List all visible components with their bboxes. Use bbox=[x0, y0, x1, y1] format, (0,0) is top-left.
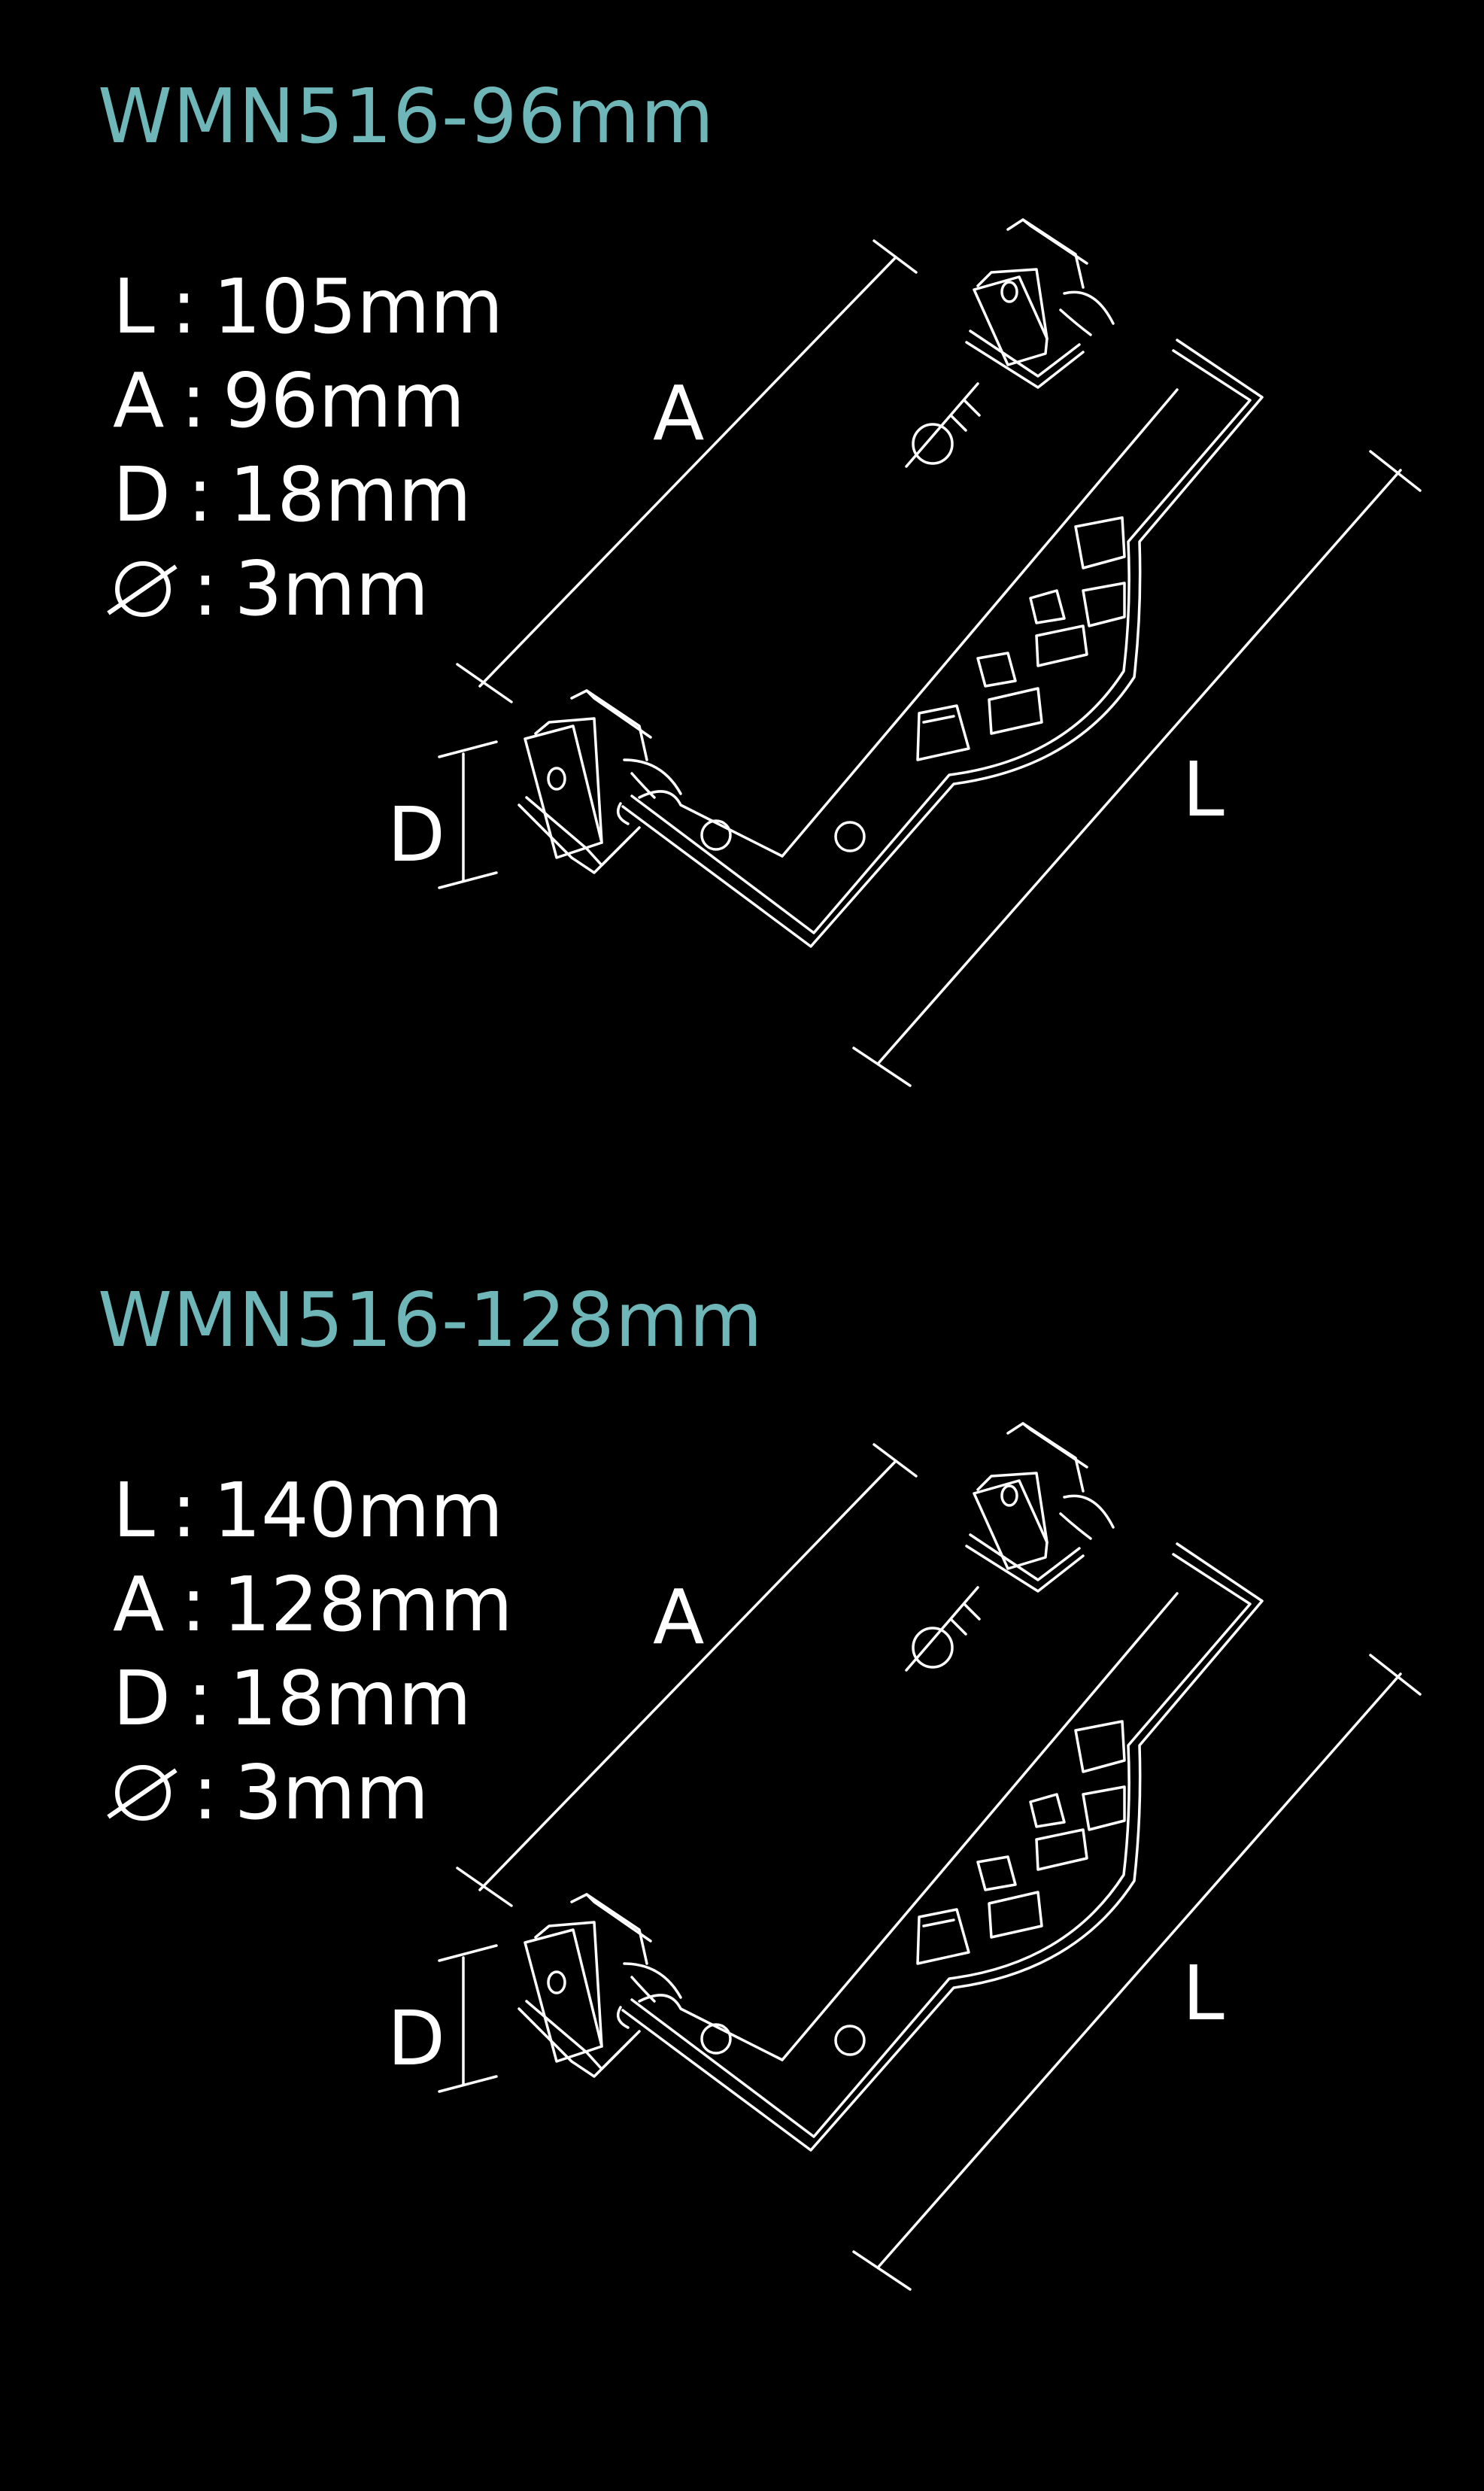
dimension-l-label: L bbox=[1182, 1949, 1225, 2037]
dimension-d-label: D bbox=[387, 1994, 446, 2082]
spec-length: L:105mm bbox=[113, 260, 503, 354]
spec-center: A:128mm bbox=[113, 1557, 513, 1651]
dimension-a-line bbox=[456, 1443, 918, 1907]
spec-separator: : bbox=[181, 357, 207, 445]
spec-key: A bbox=[113, 1560, 165, 1648]
product-section-128mm: WMN516-128mm L:140mm A:128mm D:18mm :3mm bbox=[0, 1204, 1484, 2407]
spec-diameter: :3mm bbox=[107, 542, 503, 636]
product-section-96mm: WMN516-96mm L:105mm A:96mm D:18mm :3mm bbox=[0, 0, 1484, 1204]
spec-value: 3mm bbox=[234, 545, 429, 633]
model-title: WMN516-96mm bbox=[98, 72, 715, 160]
spec-value: 140mm bbox=[213, 1466, 504, 1554]
diameter-icon bbox=[104, 551, 179, 627]
dimension-l-label: L bbox=[1182, 746, 1225, 834]
spec-key: A bbox=[113, 357, 165, 445]
spec-diameter: :3mm bbox=[107, 1745, 513, 1839]
dimension-d-line bbox=[438, 740, 498, 889]
spec-center: A:96mm bbox=[113, 354, 503, 448]
dimension-a-line bbox=[456, 239, 918, 703]
dimension-a-label: A bbox=[653, 1573, 705, 1661]
spec-separator: : bbox=[171, 1466, 197, 1554]
spec-key: L bbox=[113, 263, 155, 351]
spec-length: L:140mm bbox=[113, 1463, 513, 1557]
spec-value: 105mm bbox=[213, 263, 504, 351]
spec-value: 18mm bbox=[229, 1654, 472, 1742]
diameter-icon bbox=[104, 1755, 179, 1830]
dimension-d-label: D bbox=[387, 791, 446, 879]
spec-separator: : bbox=[187, 451, 213, 539]
handle-drawing bbox=[438, 1422, 1422, 2291]
handle-body bbox=[517, 218, 1264, 948]
dimension-l-line bbox=[852, 1654, 1422, 2291]
spec-separator: : bbox=[171, 263, 197, 351]
spec-separator: : bbox=[193, 545, 218, 633]
spec-separator: : bbox=[193, 1748, 218, 1836]
spec-key: D bbox=[113, 1654, 171, 1742]
spec-separator: : bbox=[181, 1560, 207, 1648]
model-title: WMN516-128mm bbox=[98, 1276, 763, 1364]
spec-list: L:105mm A:96mm D:18mm :3mm bbox=[107, 260, 503, 636]
spec-key: D bbox=[113, 451, 171, 539]
spec-key: L bbox=[113, 1466, 155, 1554]
dimension-d-line bbox=[438, 1944, 498, 2093]
spec-value: 18mm bbox=[229, 451, 472, 539]
handle-drawing bbox=[438, 218, 1422, 1087]
spec-separator: : bbox=[187, 1654, 213, 1742]
spec-value: 128mm bbox=[223, 1560, 513, 1648]
spec-value: 96mm bbox=[223, 357, 466, 445]
spec-list: L:140mm A:128mm D:18mm :3mm bbox=[107, 1463, 513, 1839]
handle-body bbox=[517, 1422, 1264, 2152]
spec-depth: D:18mm bbox=[113, 448, 503, 542]
spec-depth: D:18mm bbox=[113, 1651, 513, 1745]
dimension-a-label: A bbox=[653, 369, 705, 457]
spec-value: 3mm bbox=[234, 1748, 429, 1836]
dimension-l-line bbox=[852, 450, 1422, 1087]
